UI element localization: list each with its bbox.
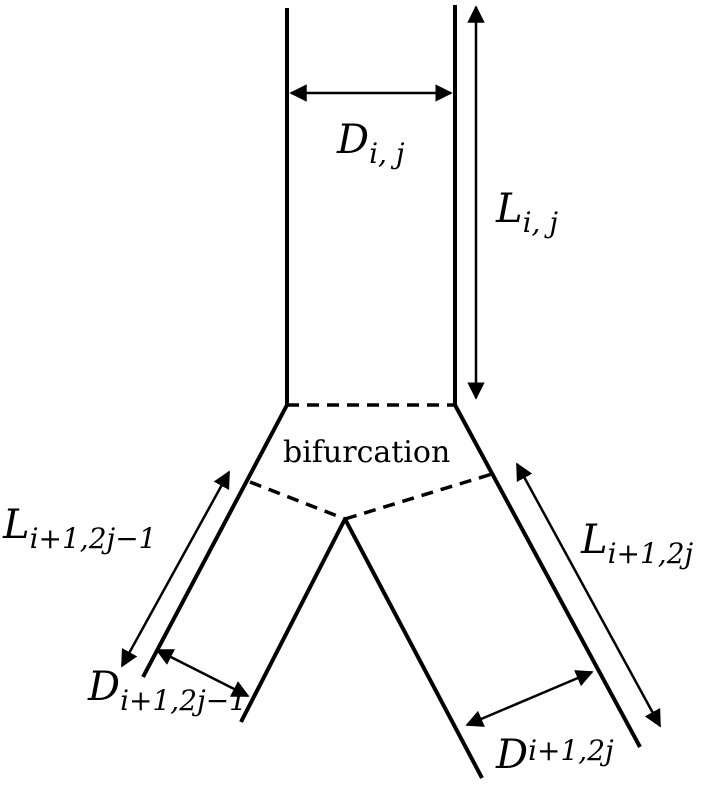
left-daughter-diameter-arrow [155,648,250,698]
left-daughter-length-arrow [120,470,231,668]
left-outer-wall [141,404,289,678]
left-daughter-length-label: Li+1,2j−1 [2,502,156,555]
parent-length-label: Li, j [495,186,558,239]
right-daughter-length-arrow [515,462,662,728]
right-daughter-diameter-label: Di+1,2j [495,732,614,778]
left-inner-wall [239,518,347,723]
bifurcation-label: bifurcation [283,435,450,470]
bifurcation-right-boundary [344,472,493,521]
right-inner-wall [343,518,484,779]
bifurcation-left-boundary [249,480,346,521]
right-daughter-diameter-arrow [465,670,594,727]
parent-diameter-label: Di, j [336,117,405,170]
left-daughter-diameter-label: Di+1,2j−1 [87,664,247,717]
right-outer-wall [453,404,642,748]
right-daughter-length-label: Li+1,2j [580,517,694,570]
